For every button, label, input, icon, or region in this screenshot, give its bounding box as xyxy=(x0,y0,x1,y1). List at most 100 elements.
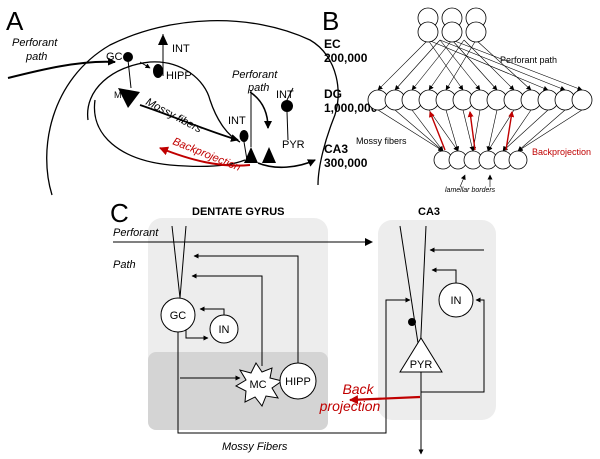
panel-c-letter: C xyxy=(110,198,129,228)
mossy-fiber-b xyxy=(462,109,475,152)
perforant-path-fiber xyxy=(411,39,453,91)
perforant-path-fiber xyxy=(439,39,566,91)
in-label-dg: IN xyxy=(219,324,230,336)
mossy-fiber-b xyxy=(486,109,498,152)
perforant-path-label-a2-line2: path xyxy=(247,82,269,94)
backprojection-arrow-c xyxy=(349,395,421,405)
int-right-label: INT xyxy=(276,89,294,101)
pyr-output-arrow xyxy=(257,159,316,169)
in-to-gc-connection xyxy=(199,306,225,315)
ec-neuron xyxy=(441,21,463,43)
ec-neuron xyxy=(417,21,439,43)
interneuron-mid-soma xyxy=(239,130,249,142)
mossy-fibers-label-c: Mossy Fibers xyxy=(222,441,288,453)
granule-cell-soma xyxy=(123,52,133,62)
hipp-label-c: HIPP xyxy=(285,376,311,388)
backprojection-fiber xyxy=(467,111,476,151)
gc-to-hipp-connection xyxy=(139,61,151,69)
mossy-fiber-b xyxy=(502,109,532,152)
perforant-path-fiber xyxy=(451,39,498,91)
pyr-label-a: PYR xyxy=(282,139,305,151)
perforant-path-label-a2-line1: Perforant xyxy=(232,69,278,81)
pyr-dendrite-right xyxy=(419,225,427,357)
perforant-path-fiber xyxy=(463,39,515,91)
lamellar-border-pointer xyxy=(459,174,466,188)
backprojection-fiber xyxy=(429,111,446,151)
mossy-fibers-label-b: Mossy fibers xyxy=(356,136,407,146)
back-label-c: Back xyxy=(342,381,374,397)
ca3-neuron xyxy=(508,150,528,170)
hipp-feedback-to-gc-dendrite xyxy=(193,253,299,363)
dentate-gyrus-title: DENTATE GYRUS xyxy=(192,206,285,218)
int-top-label: INT xyxy=(172,43,190,55)
interneuron-mid-axon xyxy=(243,141,248,161)
perforant-path-arrow-1 xyxy=(7,57,116,79)
perforant-path-label-a1-line1: Perforant xyxy=(12,37,58,49)
mossy-fibers-arrow xyxy=(139,104,239,142)
pyr-dendrite-left xyxy=(399,225,421,357)
mossy-fiber-synapse xyxy=(408,318,416,326)
hipp-label-a: HIPP xyxy=(166,70,192,82)
perforant-path-arrow-2 xyxy=(249,91,272,129)
panel-b-network xyxy=(367,7,593,188)
perforant-path-fiber xyxy=(439,39,481,91)
perforant-path-fiber xyxy=(427,39,464,91)
hipp-cell-soma xyxy=(153,64,163,78)
mossy-fibers-label-a: Mossy fibers xyxy=(144,96,205,136)
interneuron-right-soma xyxy=(281,100,293,112)
perforant-path-fiber xyxy=(428,39,465,91)
lamellar-borders-label: lamellar borders xyxy=(445,187,496,194)
backprojection-label-b: Backprojection xyxy=(532,147,591,157)
mossy-fiber-b xyxy=(377,109,444,152)
ca3-label-b: CA3 xyxy=(324,142,348,156)
path-label-c: Path xyxy=(113,259,136,271)
mossy-fiber-b xyxy=(411,109,444,152)
in-to-pyr-connection xyxy=(431,267,457,283)
mossy-fiber-b xyxy=(517,109,566,152)
pyramidal-cell-1 xyxy=(244,147,258,163)
perforant-path-fiber xyxy=(427,39,549,91)
panel-a-letter: A xyxy=(6,6,24,36)
interneuron-right-axon xyxy=(286,111,289,141)
interneuron-right-dendrite xyxy=(286,87,294,101)
mossy-fiber-b xyxy=(445,109,460,152)
gc-dendrite-left xyxy=(171,225,181,299)
ec-count: 200,000 xyxy=(324,51,368,65)
backprojection-fiber xyxy=(505,111,515,151)
mossy-fiber-b xyxy=(517,109,583,152)
perforant-path-fiber xyxy=(475,39,532,91)
hippocampus-outline-outer xyxy=(46,19,339,196)
perforant-path-fiber xyxy=(445,39,477,91)
ca3-title: CA3 xyxy=(418,206,440,218)
gc-to-in-connection xyxy=(185,330,209,341)
mc-cell-c xyxy=(234,362,284,407)
pyr-label-c: PYR xyxy=(410,359,433,371)
perforant-path-fiber xyxy=(451,39,583,91)
ca3-count: 300,000 xyxy=(324,156,368,170)
mossy-fiber-path-c xyxy=(177,297,411,434)
panel-c: C DENTATE GYRUS CA3 Perforant Path GC IN… xyxy=(110,198,496,455)
mossy-cell-soma xyxy=(118,88,140,108)
backprojection-arrow-a xyxy=(159,146,251,167)
gc-dendrite-right xyxy=(179,225,187,299)
panel-b-letter: B xyxy=(322,6,339,36)
perforant-path-fiber xyxy=(394,39,441,91)
panel-a: A Perforant path Perforant path GC INT H… xyxy=(6,6,339,196)
ec-neuron xyxy=(465,21,487,43)
mossy-fiber-b xyxy=(394,109,444,152)
mc-label-c: MC xyxy=(249,379,266,391)
dg-neuron xyxy=(571,89,593,111)
pyramidal-cell-2 xyxy=(262,147,276,163)
gc-label-c: GC xyxy=(170,310,187,322)
mc-label-a: MC xyxy=(114,90,128,100)
ec-label: EC xyxy=(324,37,341,51)
mc-feedback-to-gc-dendrite xyxy=(191,273,263,366)
perforant-path-label-b: Perforant path xyxy=(500,55,557,65)
perforant-path-label-a1-line2: path xyxy=(25,51,47,63)
perforant-label-c: Perforant xyxy=(113,227,159,239)
panel-b: B EC 200,000 DG 1,000,000 CA3 300,000 Pe… xyxy=(322,6,593,194)
dg-label: DG xyxy=(324,87,342,101)
dg-count: 1,000,000 xyxy=(324,101,378,115)
